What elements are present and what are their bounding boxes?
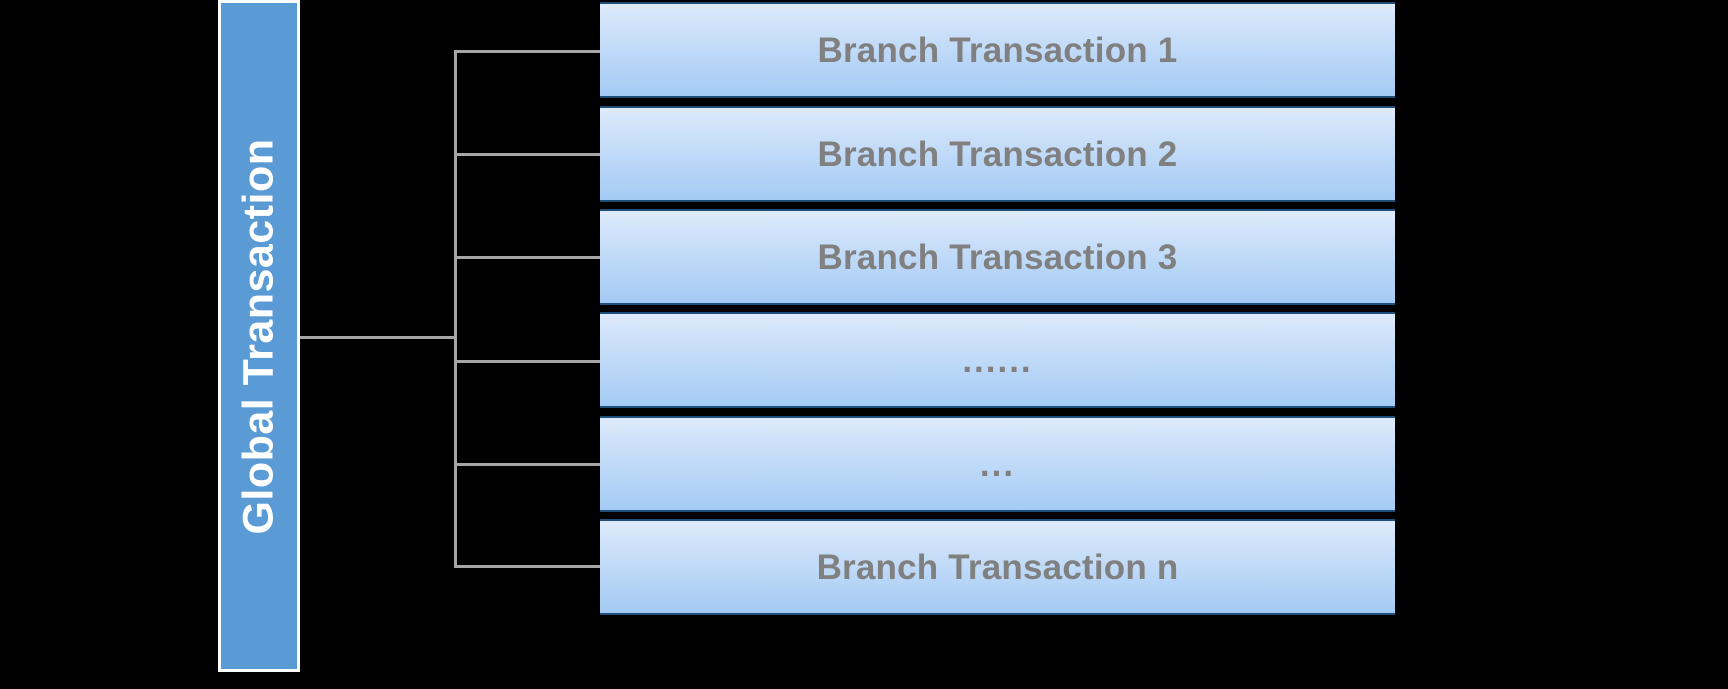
branch-transaction-node-3[interactable]: Branch Transaction 3 [600,209,1395,305]
branch-transaction-node-2[interactable]: Branch Transaction 2 [600,106,1395,202]
branch-transaction-label-1: Branch Transaction 1 [817,30,1178,70]
branch-connector-line-4 [454,360,602,363]
connector-trunk-line [454,50,457,568]
branch-transaction-label-6: Branch Transaction n [816,547,1179,587]
branch-connector-line-1 [454,50,602,53]
global-transaction-node[interactable]: Global Transaction [218,0,300,672]
branch-transaction-node-4[interactable]: ...... [600,312,1395,408]
branch-connector-line-3 [454,256,602,259]
branch-transaction-label-2: Branch Transaction 2 [817,134,1178,174]
branch-connector-line-6 [454,565,602,568]
branch-connector-line-5 [454,463,602,466]
branch-transaction-node-6[interactable]: Branch Transaction n [600,519,1395,615]
connector-stub-line [300,336,457,339]
branch-transaction-node-5[interactable]: ... [600,416,1395,512]
branch-transaction-label-4: ...... [962,340,1033,380]
branch-transaction-label-3: Branch Transaction 3 [817,237,1178,277]
branch-transaction-node-1[interactable]: Branch Transaction 1 [600,2,1395,98]
branch-transaction-label-5: ... [979,444,1016,484]
global-transaction-label: Global Transaction [234,137,283,535]
branch-connector-line-2 [454,153,602,156]
